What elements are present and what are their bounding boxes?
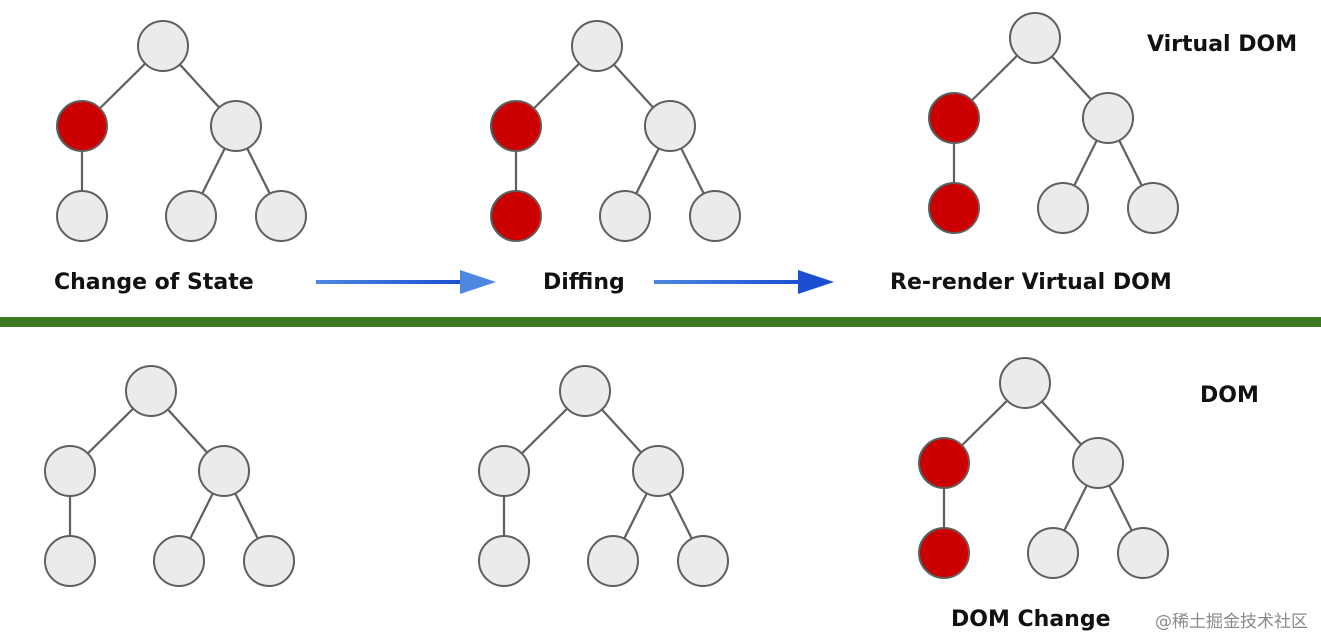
tree-node-right-left (153, 535, 205, 587)
tree-node-left-child (478, 535, 530, 587)
tree-node-left-child (56, 190, 108, 242)
tree-node-right-right (689, 190, 741, 242)
tree-node-root (571, 20, 623, 72)
changed-node-left (490, 100, 542, 152)
tree-node-right (210, 100, 262, 152)
tree-node-right-left (1037, 182, 1089, 234)
tree-virtual-dom-re-render (928, 12, 1179, 234)
arrow-state-to-diffing (316, 270, 496, 294)
tree-node-right-left (599, 190, 651, 242)
tree-node-right-right (1117, 527, 1169, 579)
changed-node-left (918, 437, 970, 489)
tree-virtual-dom-change-of-state (56, 20, 307, 242)
section-divider (0, 317, 1321, 327)
tree-node-right (632, 445, 684, 497)
tree-node-right (198, 445, 250, 497)
tree-dom-diffing (478, 365, 729, 587)
tree-dom-change-of-state (44, 365, 295, 587)
tree-node-right (644, 100, 696, 152)
label-diffing: Diffing (543, 270, 625, 295)
changed-node-left-child (928, 182, 980, 234)
label-dom-change: DOM Change (951, 607, 1111, 632)
tree-node-left (478, 445, 530, 497)
tree-node-right (1082, 92, 1134, 144)
changed-node-left-child (918, 527, 970, 579)
tree-node-right-right (677, 535, 729, 587)
changed-node-left (56, 100, 108, 152)
tree-node-right-left (587, 535, 639, 587)
tree-node-right-left (165, 190, 217, 242)
changed-node-left (928, 92, 980, 144)
changed-node-left-child (490, 190, 542, 242)
tree-node-right-right (243, 535, 295, 587)
tree-node-right (1072, 437, 1124, 489)
label-virtual-dom: Virtual DOM (1147, 32, 1297, 57)
arrow-diffing-to-rerender (654, 270, 834, 294)
label-change-of-state: Change of State (54, 270, 254, 295)
tree-dom-dom-change (918, 357, 1169, 579)
trees (44, 12, 1179, 587)
tree-node-root (1009, 12, 1061, 64)
label-rerender-virtual-dom: Re-render Virtual DOM (890, 270, 1172, 295)
tree-node-left (44, 445, 96, 497)
tree-node-right-right (255, 190, 307, 242)
label-dom: DOM (1200, 383, 1259, 408)
tree-node-root (559, 365, 611, 417)
tree-node-left-child (44, 535, 96, 587)
site-watermark: @稀土掘金技术社区 (1155, 612, 1308, 632)
tree-node-root (999, 357, 1051, 409)
tree-node-right-right (1127, 182, 1179, 234)
tree-node-root (125, 365, 177, 417)
tree-virtual-dom-diffing (490, 20, 741, 242)
tree-node-root (137, 20, 189, 72)
tree-node-right-left (1027, 527, 1079, 579)
